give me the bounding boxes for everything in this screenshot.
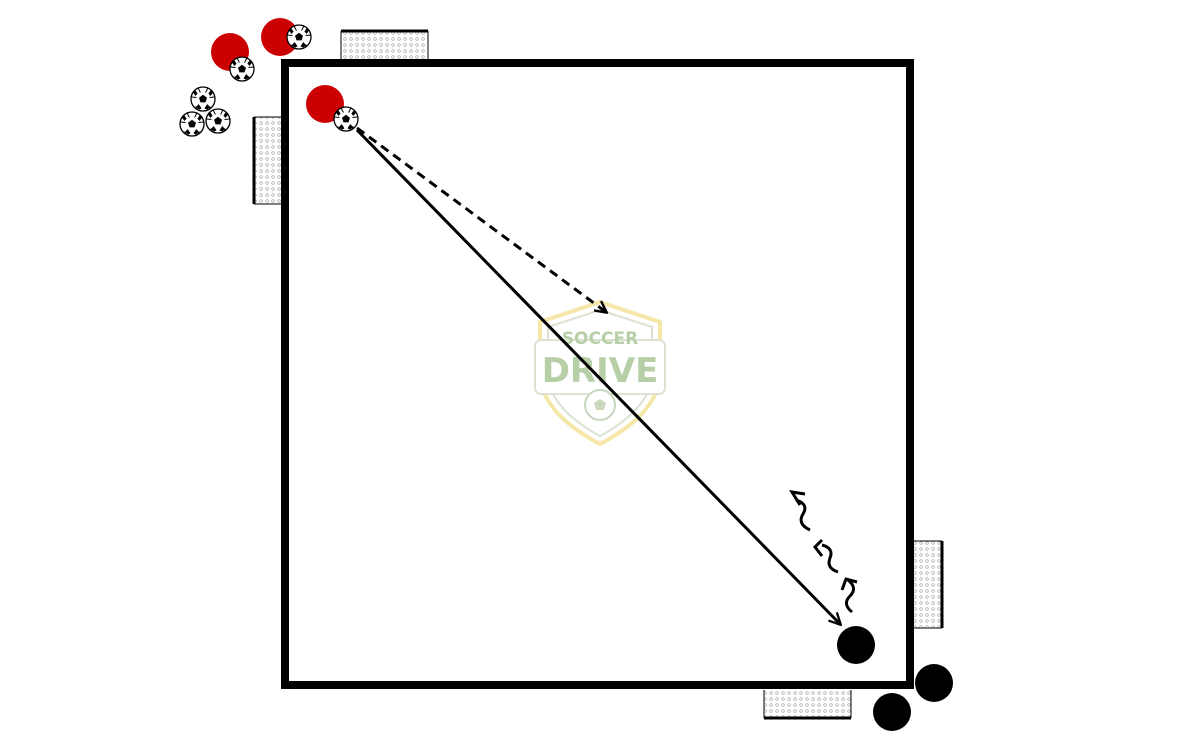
soccer-ball-icon xyxy=(229,56,255,82)
red-player xyxy=(261,18,299,56)
field-boundary xyxy=(281,59,914,689)
soccer-ball-icon xyxy=(333,106,359,132)
soccer-drive-watermark: SOCCER DRIVE xyxy=(534,299,666,447)
black-player xyxy=(915,664,953,702)
black-player xyxy=(873,693,911,731)
soccer-ball-icon xyxy=(190,86,216,112)
goal-top-left-a xyxy=(340,29,429,59)
dribble-arrows xyxy=(789,490,858,614)
black-player-receiver xyxy=(837,626,875,664)
goal-bottom-right-b xyxy=(763,690,852,720)
soccer-ball-icon xyxy=(286,24,312,50)
goal-bottom-right-a xyxy=(914,540,944,629)
soccer-ball-icon xyxy=(179,111,205,137)
red-player-passer xyxy=(306,85,344,123)
pass-arrow xyxy=(355,128,840,624)
goal-top-left-b xyxy=(252,116,281,205)
soccer-ball-icon xyxy=(205,108,231,134)
watermark-line2: DRIVE xyxy=(542,351,659,391)
watermark-line1: SOCCER xyxy=(562,329,638,349)
run-arrow xyxy=(356,126,606,312)
